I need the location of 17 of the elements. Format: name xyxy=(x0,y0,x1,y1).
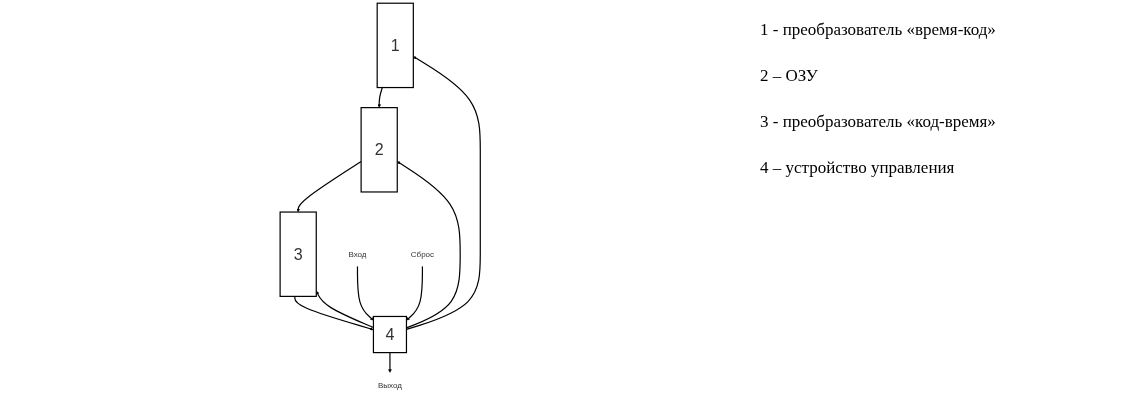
node-box: 3 xyxy=(279,211,317,297)
node-box: 1 xyxy=(376,2,414,89)
arrow xyxy=(405,56,481,330)
node-text: Вход xyxy=(348,249,367,259)
legend-note: 4 – устройство управления xyxy=(760,158,956,178)
node-text: Выход xyxy=(377,380,402,390)
node-box: 4 xyxy=(372,315,407,354)
arrow xyxy=(293,295,374,331)
legend-note: 2 – ОЗУ xyxy=(760,66,819,86)
legend-note: 3 - преобразователь «код-время» xyxy=(760,112,997,132)
arrow xyxy=(406,265,423,321)
legend-note: 1 - преобразователь «время-код» xyxy=(760,20,997,40)
node-box: 2 xyxy=(360,107,398,193)
arrow xyxy=(377,86,383,108)
arrow xyxy=(356,265,374,321)
node-text: Сброс xyxy=(410,249,434,259)
arrow xyxy=(387,352,392,373)
